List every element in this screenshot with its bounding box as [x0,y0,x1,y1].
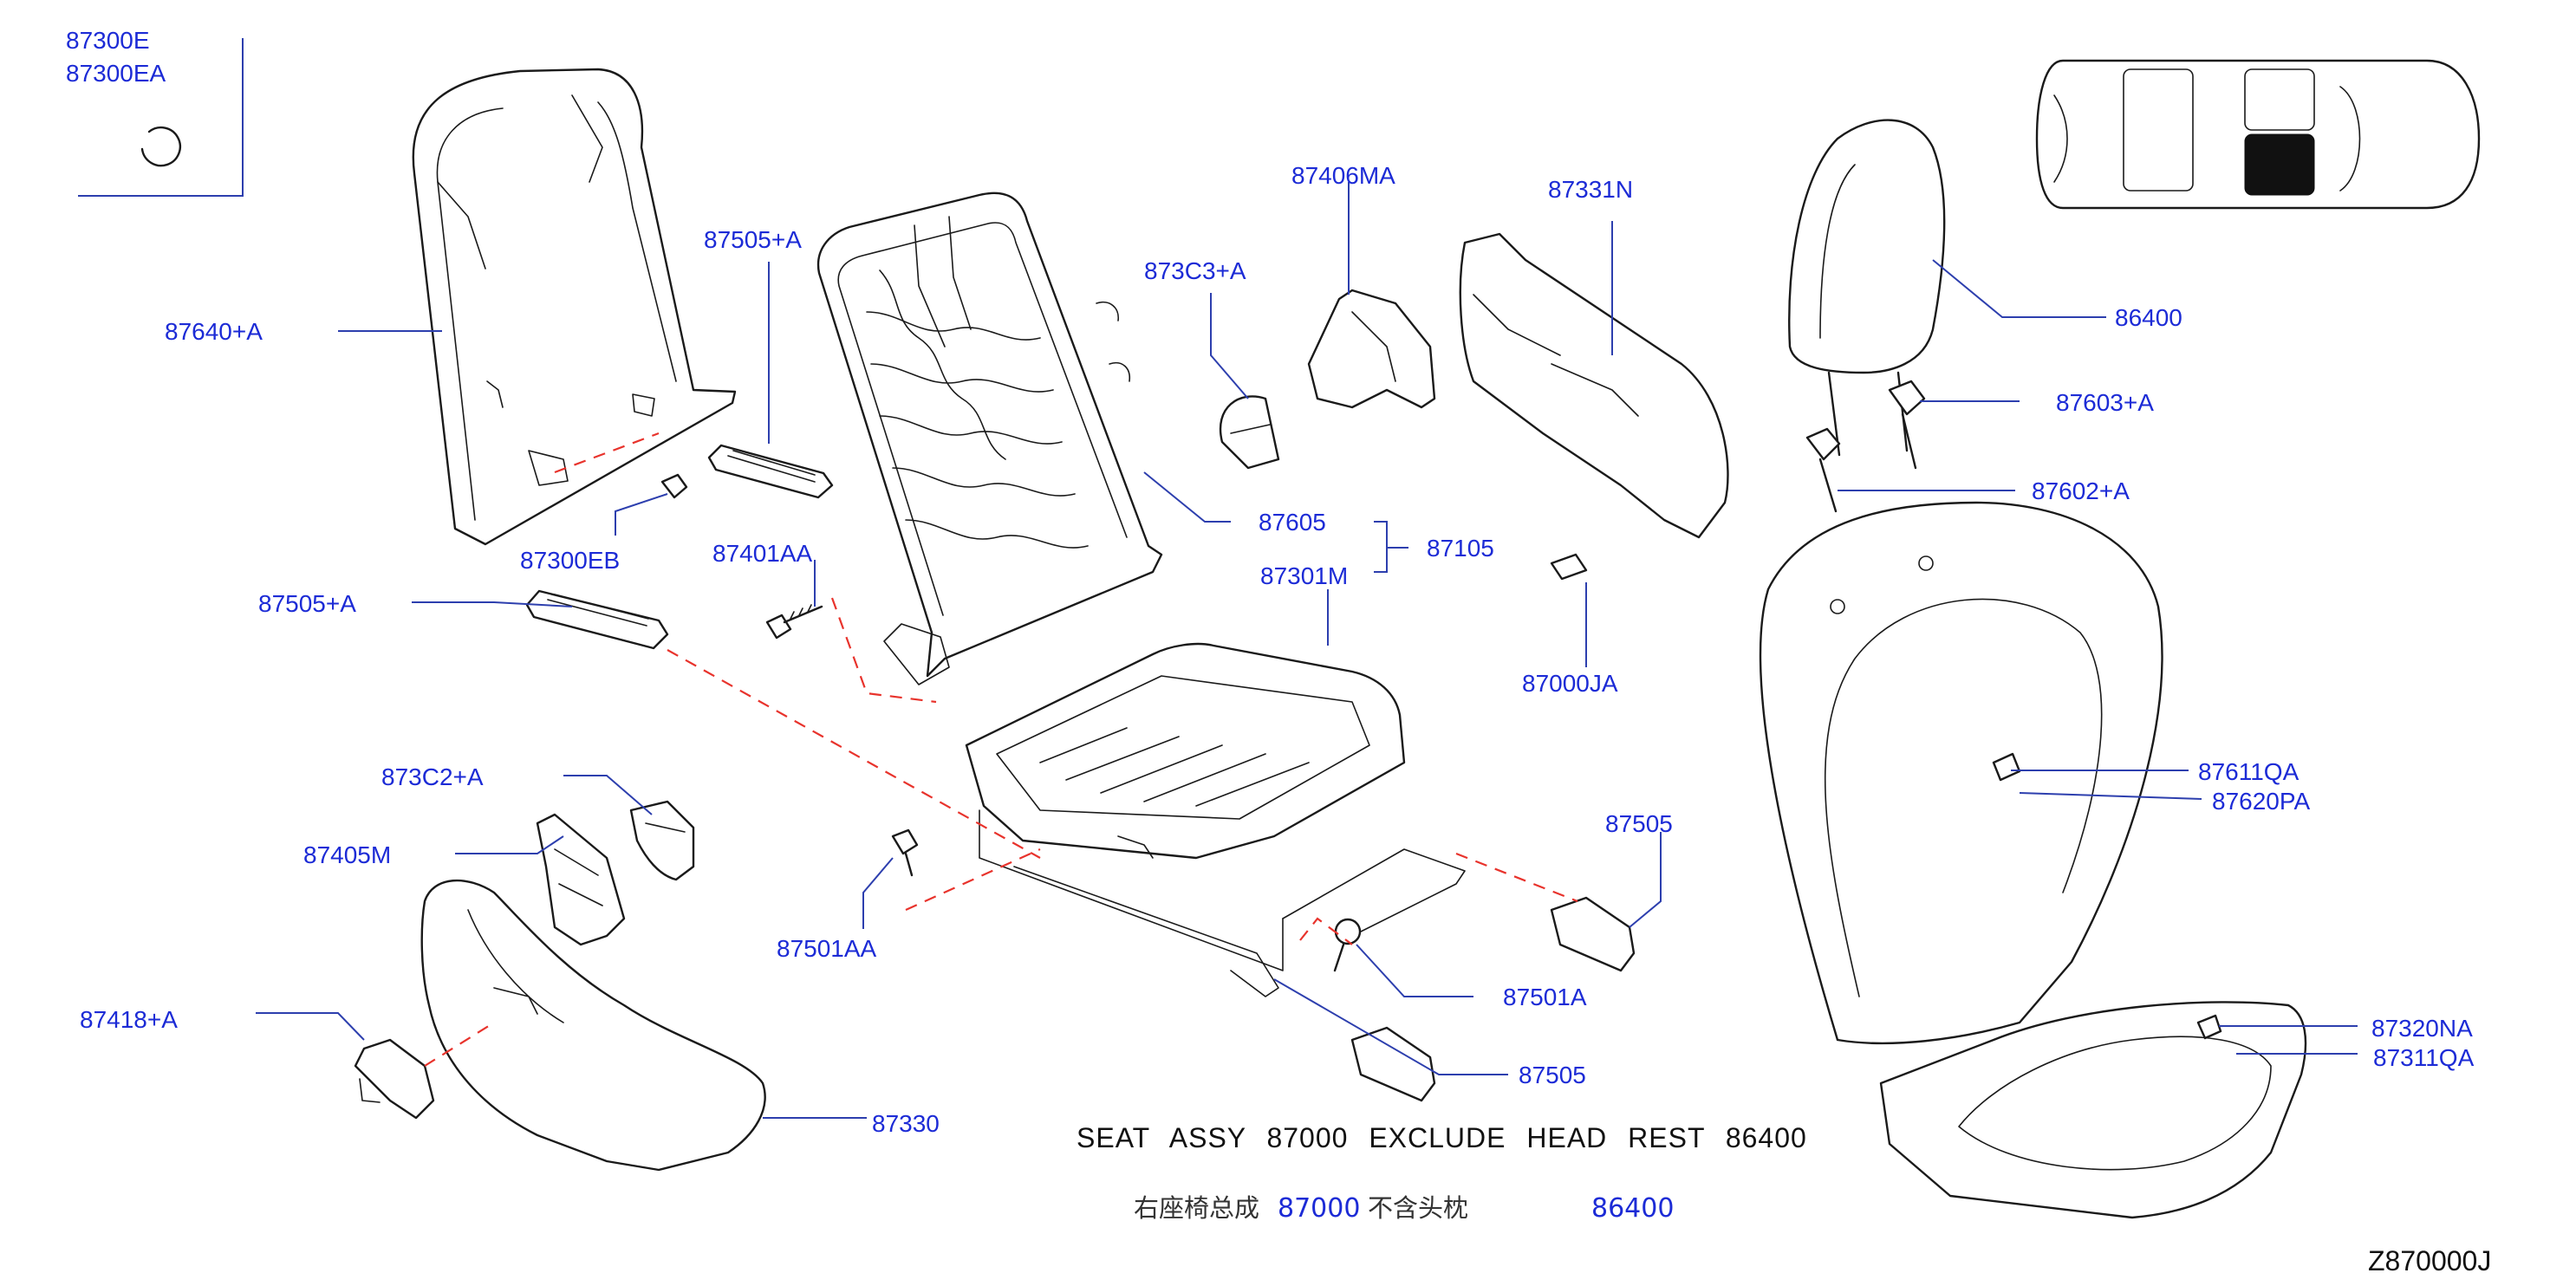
assy-note-chinese-prefix: 右座椅总成 [1134,1193,1259,1223]
leader-lines [256,182,2358,1119]
label-87300EA: 87300EA [66,60,166,87]
label-87000JA: 87000JA [1522,670,1618,697]
trim-87505A-upper [707,444,834,499]
trim-87505A-lower [525,589,669,650]
label-87620PA: 87620PA [2212,788,2310,815]
label-87320NA: 87320NA [2371,1015,2473,1042]
label-87311QA: 87311QA [2373,1044,2475,1071]
label-86400: 86400 [2115,304,2182,331]
bracket-87405M [536,813,626,946]
clip-873C2A [629,800,695,881]
label-87611QA: 87611QA [2198,758,2300,785]
trim-87505-bottom [1350,1026,1436,1102]
label-87501AA: 87501AA [777,935,877,962]
assy-note-chinese-suffix: 不含头枕 [1368,1193,1468,1223]
label-873C3A: 873C3+A [1144,257,1246,284]
ring-clip-87300E [78,38,244,197]
shield-87331N [1459,232,1729,539]
cover-87406MA [1307,289,1436,409]
trim-87505-right [1550,896,1636,972]
seat-cushion-frame-87301M [965,642,1466,997]
seat-back-pad [1759,501,2163,1045]
side-finisher-87330 [420,879,766,1172]
label-87640A: 87640+A [165,318,263,345]
seat-back-frame-87605 [816,192,1163,685]
label-87301M: 87301M [1260,562,1348,589]
assy-note-english: SEAT ASSY 87000 EXCLUDE HEAD REST 86400 [1077,1122,1807,1153]
handle-87418A [354,1038,435,1120]
dashed-relations [424,432,1578,1067]
bolt-87501AA [891,828,919,877]
highlighted-seat-marker [2244,133,2315,196]
guide-87603A [1888,380,1926,470]
seat-cushion-pad [1879,1001,2307,1219]
bolt-87401AA [765,604,823,640]
label-87300E: 87300E [66,27,150,54]
clip-873C3A [1220,395,1280,470]
assy-note-chinese-headrest: 86400 [1591,1193,1674,1224]
headrest-86400 [1788,119,1946,457]
label-87105: 87105 [1427,535,1494,562]
label-87418A: 87418+A [80,1006,178,1033]
label-87602A: 87602+A [2032,477,2130,504]
label-87331N: 87331N [1548,176,1633,203]
assy-note-chinese-part: 87000 [1278,1193,1360,1224]
label-87505-right: 87505 [1605,810,1673,837]
label-87405M: 87405M [303,841,391,868]
clip-87000JA [1550,553,1588,581]
clip-87300EB [615,473,688,536]
label-87300EB: 87300EB [520,547,620,574]
label-87505-bottom: 87505 [1519,1062,1586,1088]
label-87603A: 87603+A [2056,389,2154,416]
label-87605: 87605 [1259,509,1326,536]
label-87401AA: 87401AA [712,540,813,567]
label-87406MA: 87406MA [1291,162,1395,189]
diagram-reference-code: Z870000J [2368,1245,2491,1276]
vehicle-seat-position-icon [2035,59,2481,210]
guide-87602A [1805,427,1841,513]
label-873C2A: 873C2+A [381,763,484,790]
label-87501A: 87501A [1503,984,1587,1010]
label-87505A-top: 87505+A [704,226,802,253]
label-87330: 87330 [872,1110,940,1137]
label-87505A-left: 87505+A [258,590,356,617]
seat-back-board-87640 [412,68,737,546]
